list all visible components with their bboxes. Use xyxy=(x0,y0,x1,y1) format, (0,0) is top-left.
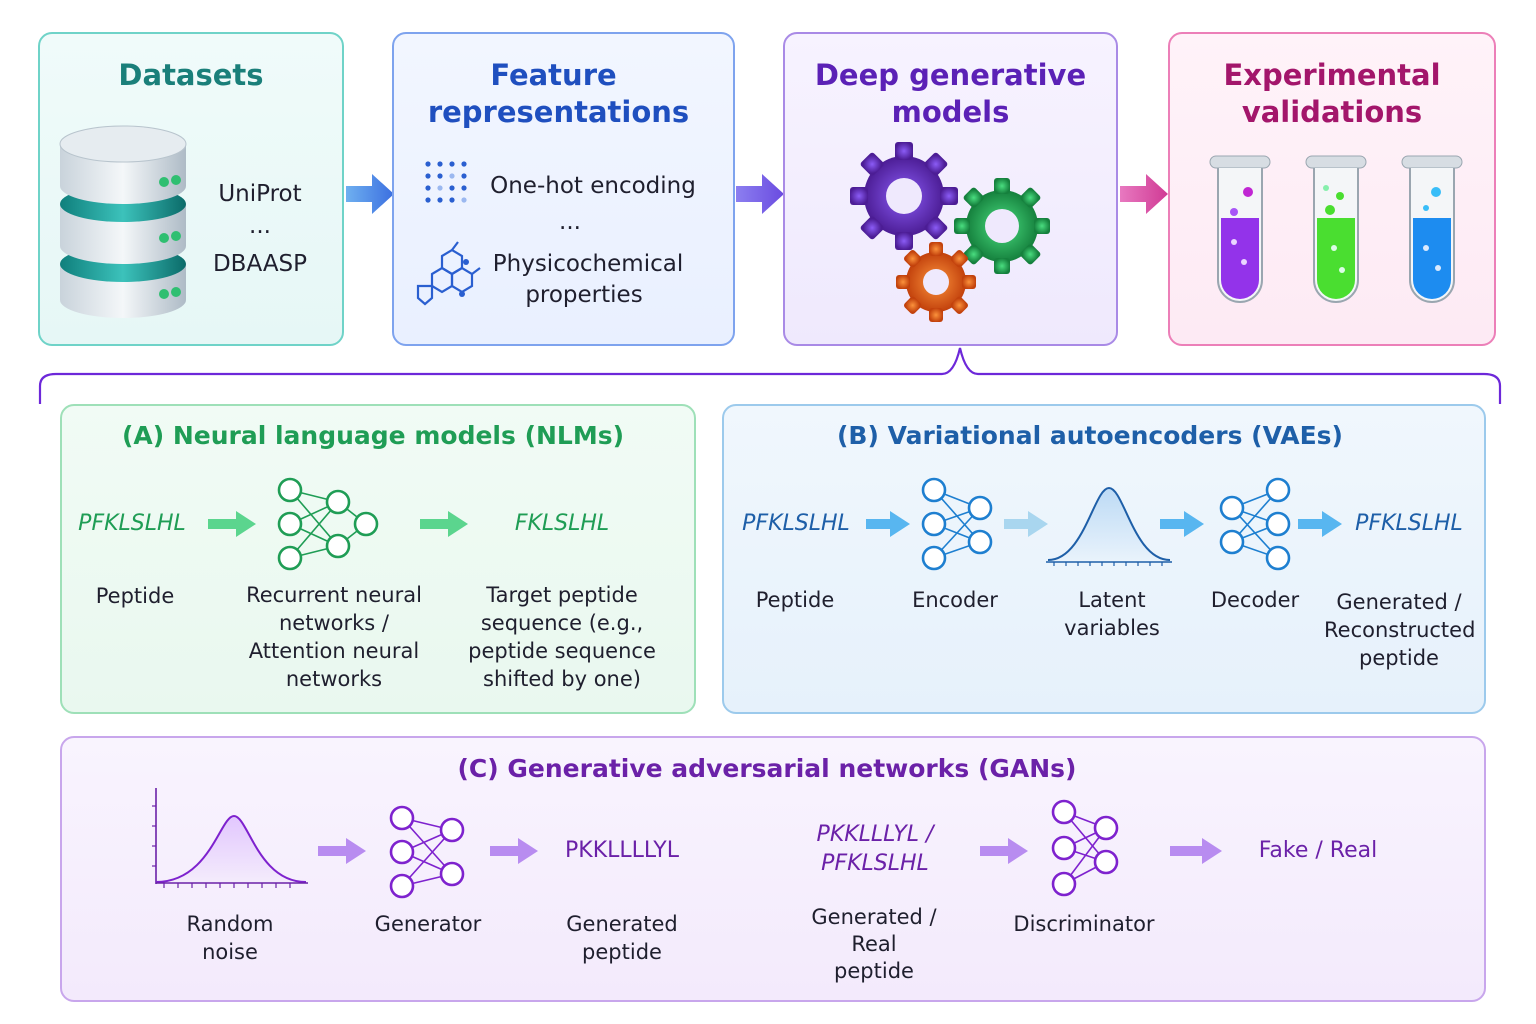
validation-title-line2: validations xyxy=(1241,95,1423,129)
vae-generated-label-2: Reconstructed xyxy=(1324,618,1476,642)
arrow-right-icon xyxy=(980,838,1028,864)
gan-generated-label-2: peptide xyxy=(582,940,662,964)
features-panel xyxy=(392,32,735,346)
arrow-right-icon xyxy=(1160,511,1204,537)
vae-latent-label-2: variables xyxy=(1064,616,1160,640)
gan-gen-real-label-3: peptide xyxy=(834,959,914,983)
vae-peptide-label: Peptide xyxy=(755,588,835,612)
nlm-rnn-label-2: networks / xyxy=(279,611,389,635)
gan-generated-label-1: Generated xyxy=(566,912,678,936)
vae-latent-label-1: Latent xyxy=(1078,588,1146,612)
nlm-output-seq: FKLSLHL xyxy=(514,511,610,536)
feature-one-hot: One-hot encoding xyxy=(490,173,696,199)
gan-generated-seq: PKKLLLLYL xyxy=(565,838,679,863)
nlm-input-seq: PFKLSLHL xyxy=(78,511,186,536)
encoder-network-icon xyxy=(921,477,993,571)
models-title-line2: models xyxy=(891,95,1010,129)
molecule-icon xyxy=(416,241,481,306)
nlm-target-label-4: shifted by one) xyxy=(483,667,641,691)
gan-panel xyxy=(60,736,1486,1002)
gan-pair-seq-2: PFKLSLHL xyxy=(821,851,929,876)
database-icon xyxy=(59,125,187,318)
validation-title-line1: Experimental xyxy=(1223,58,1441,92)
nlm-target-label-1: Target peptide xyxy=(486,583,638,607)
models-title-line1: Deep generative xyxy=(814,58,1087,92)
nlm-rnn-label-4: networks xyxy=(285,667,383,691)
gears-icon xyxy=(850,142,1050,322)
arrow-right-icon xyxy=(490,838,538,864)
gan-noise-label-2: noise xyxy=(202,940,258,964)
vae-decoder-label: Decoder xyxy=(1210,588,1300,612)
vae-output-seq: PFKLSLHL xyxy=(1355,511,1463,536)
feature-ellipsis: ... xyxy=(559,209,581,235)
vae-encoder-label: Encoder xyxy=(912,588,998,612)
gan-result: Fake / Real xyxy=(1258,838,1378,863)
vae-input-seq: PFKLSLHL xyxy=(742,511,850,536)
one-hot-grid-icon xyxy=(425,161,467,203)
gan-title: (C) Generative adversarial networks (GAN… xyxy=(457,754,1077,783)
generator-network-icon xyxy=(389,805,465,899)
nlm-target-label-2: sequence (e.g., xyxy=(480,611,644,635)
arrow-right-icon xyxy=(866,511,910,537)
arrow-right-icon xyxy=(1298,511,1342,537)
dataset-dbaasp: DBAASP xyxy=(212,251,308,277)
vae-title: (B) Variational autoencoders (VAEs) xyxy=(837,421,1343,450)
noise-distribution-icon xyxy=(152,788,308,888)
discriminator-network-icon xyxy=(1051,799,1119,897)
test-tubes-icon xyxy=(1209,155,1463,303)
nlm-target-label-3: peptide sequence xyxy=(468,639,656,663)
vae-generated-label-3: peptide xyxy=(1359,646,1439,670)
gan-gen-real-label-1: Generated / xyxy=(811,905,937,929)
features-title-line1: Feature xyxy=(490,58,617,92)
nlm-rnn-label-3: Attention neural xyxy=(248,639,420,663)
nlm-peptide-label: Peptide xyxy=(95,584,175,608)
datasets-title: Datasets xyxy=(118,58,264,92)
arrow-right-icon xyxy=(346,174,394,214)
arrow-right-icon xyxy=(318,838,366,864)
neural-network-icon xyxy=(277,477,379,571)
vae-generated-label-1: Generated / xyxy=(1336,590,1462,614)
feature-physchem-line1: Physicochemical xyxy=(492,251,684,277)
arrow-right-icon xyxy=(1170,838,1222,864)
features-title-line2: representations xyxy=(427,95,690,129)
arrow-right-icon xyxy=(1004,511,1048,537)
nlm-title: (A) Neural language models (NLMs) xyxy=(121,421,625,450)
arrow-right-icon xyxy=(736,174,784,214)
gan-pair-seq-1: PKKLLLYL / xyxy=(816,822,934,847)
dataset-uniprot: UniProt xyxy=(218,181,302,207)
brace-connector xyxy=(38,347,1502,404)
gan-discriminator-label: Discriminator xyxy=(1013,912,1155,936)
nlm-panel xyxy=(60,404,696,714)
decoder-network-icon xyxy=(1219,477,1291,571)
gan-generator-label: Generator xyxy=(374,912,482,936)
arrow-right-icon xyxy=(208,511,256,537)
gaussian-curve-icon xyxy=(1046,486,1172,566)
gan-noise-label-1: Random xyxy=(186,912,274,936)
feature-physchem-line2: properties xyxy=(525,282,643,308)
gan-gen-real-label-2: Real xyxy=(851,932,897,956)
nlm-rnn-label-1: Recurrent neural xyxy=(246,583,422,607)
dataset-ellipsis: ... xyxy=(249,213,271,239)
arrow-right-icon xyxy=(1120,174,1168,214)
arrow-right-icon xyxy=(420,511,468,537)
